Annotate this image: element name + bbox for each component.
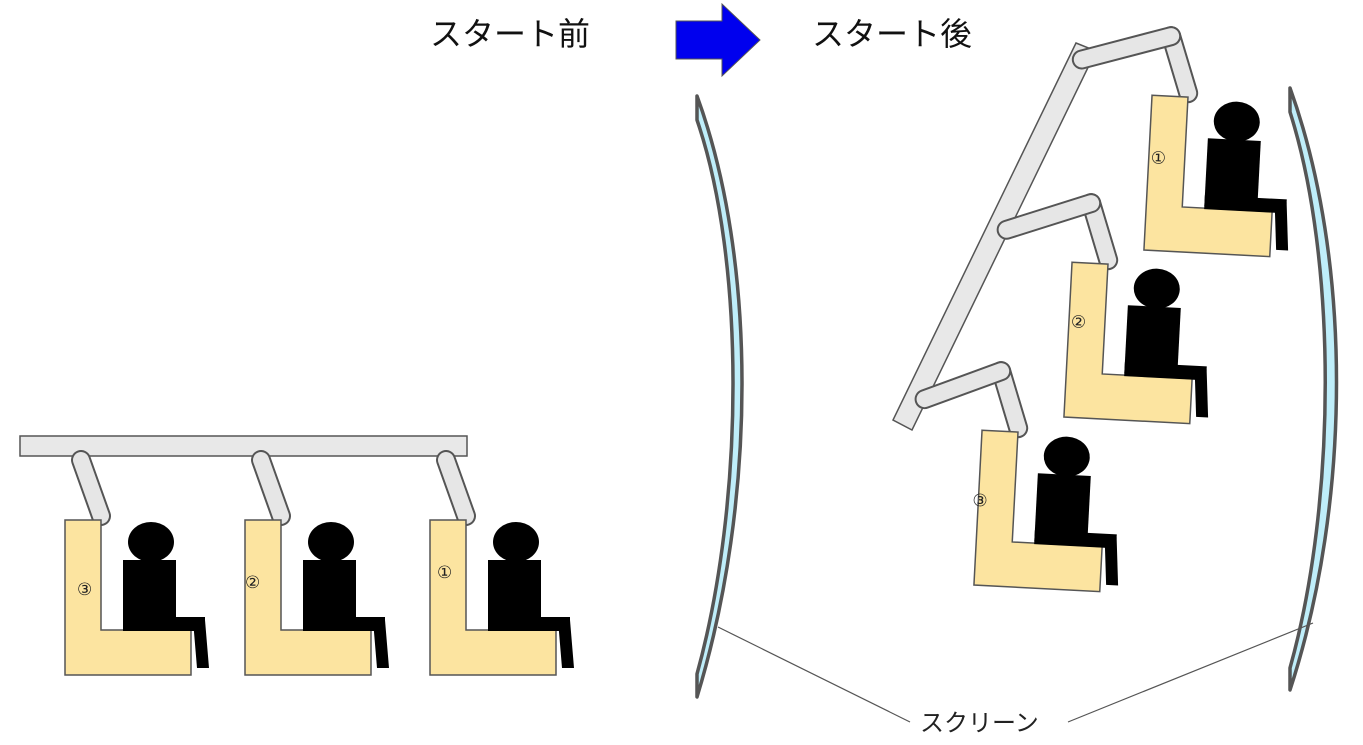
right-arrow-icon: [675, 2, 761, 78]
seat-unit-before-2: ②: [245, 460, 389, 675]
screen-left: [695, 94, 744, 699]
title-after-start: スタート後: [812, 15, 973, 53]
seat-number: ③: [972, 491, 988, 512]
seat-number: ①: [1150, 148, 1166, 169]
seat-number: ②: [1070, 312, 1086, 333]
seat-unit-after-3: ③: [914, 367, 1129, 592]
gantry-bar-before: [19, 435, 468, 457]
seat-number: ①: [437, 563, 452, 583]
screen-leader-right: [1067, 622, 1314, 723]
seat-number: ③: [77, 580, 92, 600]
screen-leader-left: [717, 626, 911, 723]
seat-unit-before-1: ①: [430, 460, 574, 675]
seat-unit-before-3: ③: [65, 460, 209, 675]
screen-right: [1288, 86, 1339, 692]
seat-number: ②: [245, 573, 260, 593]
seat-unit-after-1: ①: [1071, 32, 1299, 258]
seat-unit-after-2: ②: [996, 199, 1219, 425]
title-before-start: スタート前: [430, 15, 591, 53]
screen-label: スクリーン: [920, 709, 1039, 737]
